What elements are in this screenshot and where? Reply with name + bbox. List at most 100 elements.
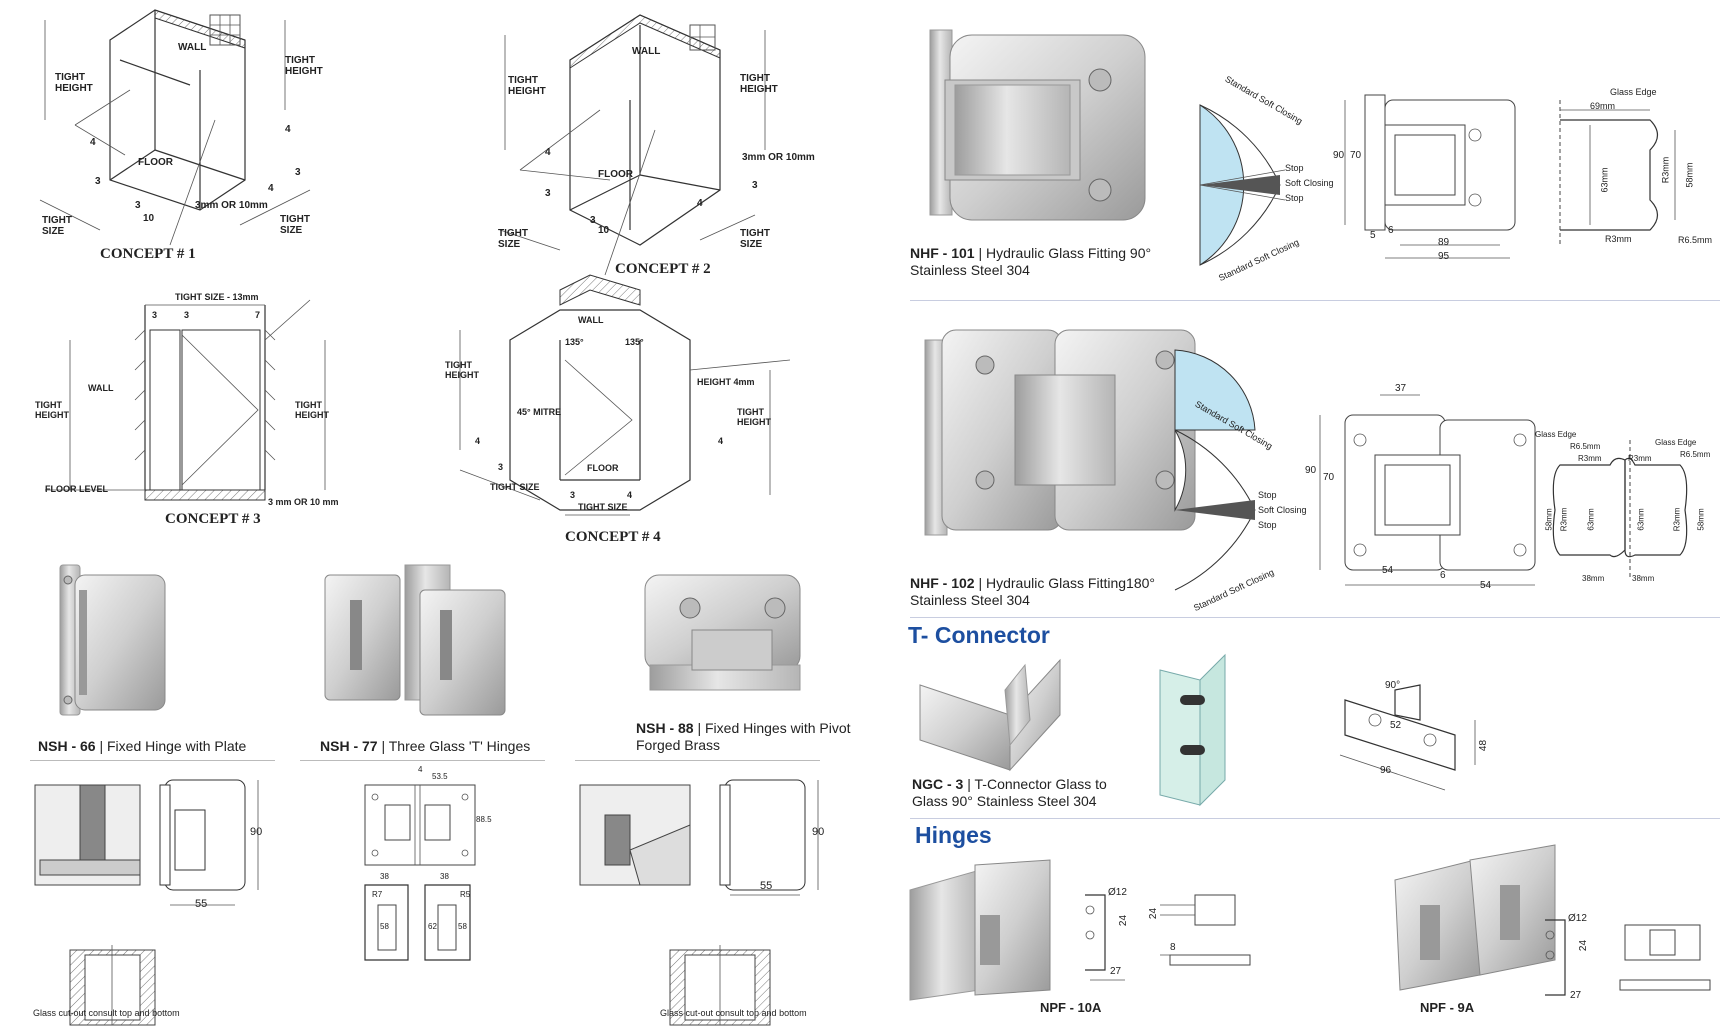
dim: 6	[1388, 225, 1394, 236]
dim: 52	[1390, 720, 1402, 731]
label-tight-height: TIGHT HEIGHT	[295, 400, 330, 420]
label-tight-height: TIGHT HEIGHT	[740, 73, 778, 95]
closing-label: Soft Closing	[1258, 505, 1307, 515]
nsh-66-cutout	[69, 945, 156, 1026]
label-dim: 4	[697, 198, 703, 209]
closing-label: Soft Closing	[1285, 178, 1334, 188]
nhf-101-caption: NHF - 101 | Hydraulic Glass Fitting 90° …	[910, 245, 1151, 279]
label-tight-size: TIGHT SIZE	[280, 214, 310, 236]
profile-label: 63mm	[1586, 508, 1596, 531]
nhf-102-profile	[1552, 440, 1688, 580]
profile-label: 63mm	[1636, 508, 1646, 531]
dim: 90°	[1385, 680, 1401, 691]
product-name: Three Glass 'T' Hinges	[388, 738, 531, 754]
label-clearance: 3mm OR 10mm	[195, 200, 268, 211]
label-wall: WALL	[632, 46, 661, 57]
nsh-88-photo	[644, 574, 801, 691]
dim: 58	[380, 922, 389, 931]
npf-10a-drawing	[1085, 894, 1251, 981]
divider	[30, 760, 275, 761]
closing-label: Stop	[1258, 490, 1277, 500]
label-dim: 10	[598, 225, 610, 236]
dim: 6	[1440, 570, 1446, 581]
nsh-88-cutout-note: Glass cut-out consult top and bottom	[660, 1008, 807, 1018]
profile-label: 58mm	[1544, 508, 1554, 531]
dim: 54	[1382, 565, 1394, 576]
dim: 24	[1148, 907, 1160, 920]
label-dim: 3	[498, 462, 504, 472]
dim: 38	[440, 872, 449, 881]
dim: 70	[1323, 472, 1335, 483]
label-floor: FLOOR	[587, 463, 619, 473]
nsh-77-caption: NSH - 77 | Three Glass 'T' Hinges	[320, 738, 530, 755]
profile-label: Glass Edge	[1535, 430, 1577, 439]
concept-3-caption: CONCEPT # 3	[165, 511, 261, 527]
label-dim: 3	[545, 188, 551, 199]
label-tight-height: TIGHT HEIGHT	[737, 407, 772, 427]
label-dim: 3	[135, 200, 141, 211]
divider	[910, 300, 1720, 301]
product-material: Glass 90° Stainless Steel 304	[912, 793, 1097, 809]
profile-label: R3mm	[1660, 156, 1671, 184]
profile-label: R3mm	[1672, 507, 1682, 532]
nsh-66-photo	[59, 564, 166, 716]
concept-4-diagram	[459, 274, 791, 516]
label-dim: 3	[95, 176, 101, 187]
dim: 27	[1570, 990, 1582, 1001]
dim: 48	[1478, 739, 1490, 752]
profile-label: Glass Edge	[1655, 438, 1697, 447]
nhf-102-closing-diagram	[1174, 349, 1256, 591]
label-tight-height: TIGHT HEIGHT	[445, 360, 480, 380]
dim: 24	[1118, 914, 1130, 927]
dim: 95	[1438, 251, 1450, 262]
dim: 62	[428, 922, 437, 931]
t-connector-title: T- Connector	[908, 622, 1050, 648]
product-code: NHF - 102	[910, 575, 975, 591]
caption-separator: |	[974, 575, 986, 591]
profile-label: R3mm	[1628, 454, 1652, 463]
dim-width: 55	[760, 880, 773, 892]
product-code: NSH - 66	[38, 738, 96, 754]
label-dim: 4	[90, 137, 96, 148]
profile-label: 58mm	[1684, 162, 1695, 188]
nhf-102-caption: NHF - 102 | Hydraulic Glass Fitting180° …	[910, 575, 1155, 609]
concept-3-diagram	[45, 299, 326, 501]
label-dim: 4	[268, 183, 274, 194]
dim: 70	[1350, 150, 1362, 161]
product-material: Stainless Steel 304	[910, 262, 1030, 278]
label-angle: 135°	[625, 337, 644, 347]
label-dim: 3	[295, 167, 301, 178]
closing-label: Stop	[1285, 193, 1304, 203]
nsh-77-drawing	[364, 784, 476, 961]
profile-label: 38mm	[1632, 574, 1655, 583]
dim: 38	[380, 872, 389, 881]
dim-height: 90	[812, 826, 825, 838]
dim-width: 55	[195, 898, 208, 910]
label-clearance: 3 mm OR 10 mm	[268, 497, 339, 507]
caption-separator: |	[693, 720, 705, 736]
npf-9a-caption: NPF - 9A	[1420, 1000, 1475, 1015]
profile-label: 38mm	[1582, 574, 1605, 583]
label-tight-size: TIGHT SIZE	[740, 228, 770, 250]
npf-10a-photo	[909, 859, 1051, 1001]
ngc-3-glass-photo	[1159, 653, 1226, 807]
label-wall: WALL	[578, 315, 604, 325]
dim: 58	[458, 922, 467, 931]
divider	[910, 617, 1720, 618]
label-dim: 4	[545, 147, 551, 158]
label-angle: 135°	[565, 337, 584, 347]
dim: 27	[1110, 966, 1122, 977]
dim: 90	[1333, 150, 1345, 161]
product-name: Hydraulic Glass Fitting 90°	[986, 245, 1152, 261]
profile-label: Glass Edge	[1610, 87, 1657, 97]
label-floor: FLOOR	[138, 157, 173, 168]
nhf-101-closing-diagram	[1199, 104, 1286, 266]
npf-9a-drawing	[1545, 919, 1711, 996]
dim: Ø12	[1568, 913, 1587, 924]
divider	[910, 818, 1720, 819]
profile-label: R6.5mm	[1678, 235, 1713, 245]
dim: 53.5	[432, 772, 448, 781]
dim: 88.5	[476, 815, 492, 824]
dim: 89	[1438, 237, 1450, 248]
